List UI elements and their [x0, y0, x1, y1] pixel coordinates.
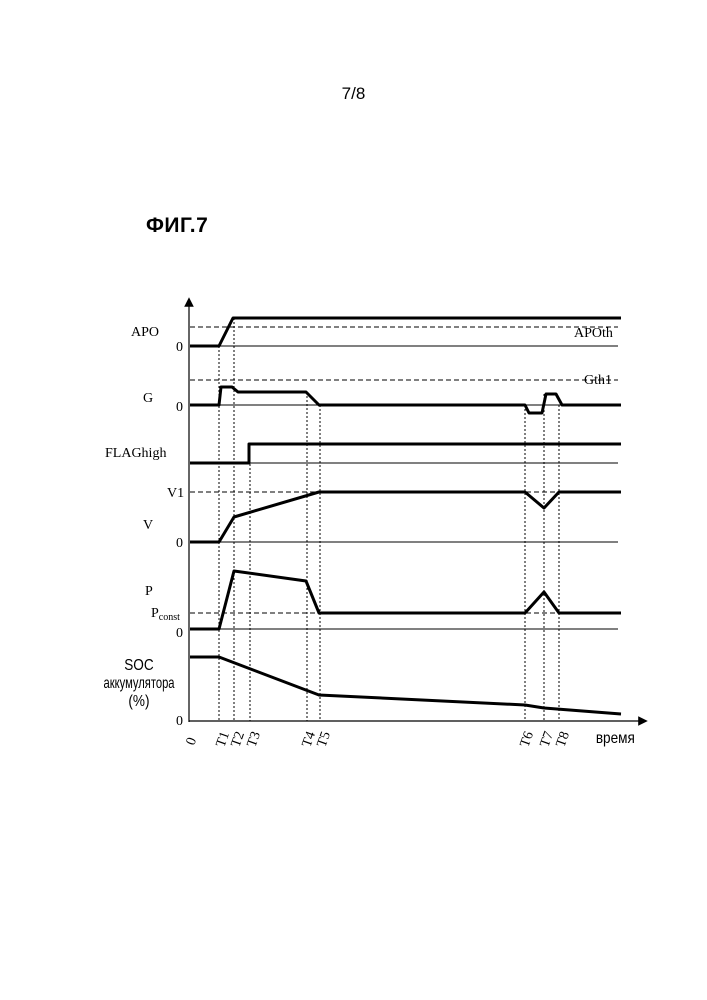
- g-trace: [190, 387, 621, 413]
- p-zero-label: 0: [176, 626, 183, 641]
- soc-label: SOC аккумулятора (%): [104, 657, 175, 710]
- apo-trace: [190, 318, 621, 346]
- t2-tick-label: T2: [229, 730, 248, 750]
- soc-zero-label: 0: [176, 714, 183, 729]
- t6-tick-label: T6: [518, 730, 537, 750]
- apo-zero-label: 0: [176, 340, 183, 355]
- threshold-lines: [190, 327, 618, 613]
- svg-text:(%): (%): [128, 693, 149, 710]
- time-markers: [219, 318, 559, 721]
- t7-tick-label: T7: [538, 730, 557, 750]
- time-tick-labels: 0 T1 T2 T3 T4 T5 T6 T7 T8: [184, 730, 573, 750]
- t8-tick-label: T8: [554, 730, 573, 750]
- flag-trace: [190, 444, 621, 463]
- pconst-label: Pconst: [151, 606, 180, 623]
- t5-tick-label: T5: [315, 730, 334, 750]
- svg-text:аккумулятора: аккумулятора: [104, 673, 175, 692]
- g-zero-label: 0: [176, 400, 183, 415]
- v-trace: [190, 492, 621, 542]
- p-label: P: [145, 584, 153, 599]
- v1-label: V1: [167, 486, 184, 501]
- apoth-label: APOth: [574, 326, 613, 341]
- p-trace: [190, 571, 621, 629]
- baselines: [190, 346, 618, 629]
- t3-tick-label: T3: [245, 730, 264, 750]
- time-axis-label: время: [596, 730, 635, 747]
- g-label: G: [143, 391, 153, 406]
- origin-tick-label: 0: [184, 736, 200, 748]
- apo-label: APO: [131, 325, 159, 340]
- gth1-label: Gth1: [584, 373, 612, 388]
- svg-text:SOC: SOC: [124, 657, 154, 674]
- v-label: V: [143, 518, 153, 533]
- flaghigh-label: FLAGhigh: [105, 446, 166, 461]
- soc-trace: [190, 657, 621, 714]
- v-zero-label: 0: [176, 536, 183, 551]
